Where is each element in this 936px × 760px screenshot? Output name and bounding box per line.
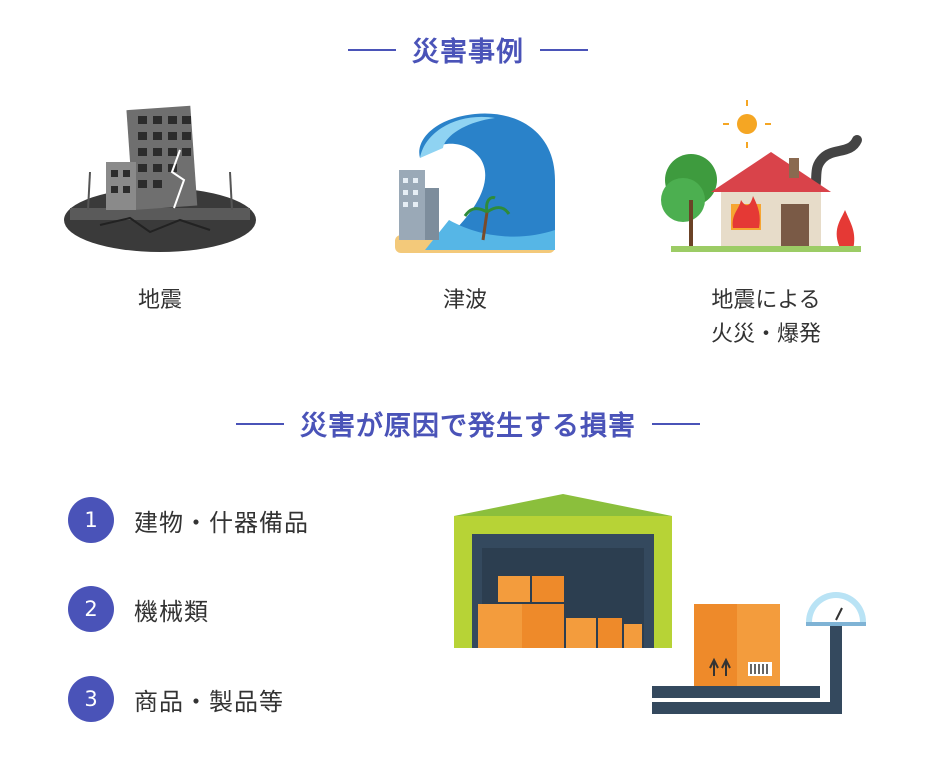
heading-line-right [652, 422, 700, 425]
number-badge: 2 [68, 586, 114, 632]
number-badge: 1 [68, 497, 114, 543]
scale-icon [652, 592, 866, 714]
house-fire-icon [661, 100, 862, 252]
loss-label: 商品・製品等 [134, 687, 284, 716]
section-heading-disaster-losses: 災害が原因で発生する損害 [0, 404, 936, 443]
section-title: 災害が原因で発生する損害 [300, 411, 636, 442]
disaster-label: 地震 [137, 288, 182, 313]
disaster-label-line2: 火災・爆発 [710, 322, 821, 347]
tsunami-icon [395, 113, 555, 253]
loss-item: 1 建物・什器備品 [68, 497, 309, 543]
section-title: 災害事例 [412, 37, 524, 68]
loss-label: 建物・什器備品 [134, 508, 309, 537]
disaster-tsunami: 津波 [355, 100, 575, 318]
number-badge: 3 [68, 676, 114, 722]
heading-line-left [348, 48, 396, 51]
loss-label: 機械類 [134, 597, 209, 626]
heading-line-right [540, 48, 588, 51]
disaster-label: 津波 [442, 288, 487, 313]
section-heading-disaster-cases: 災害事例 [0, 30, 936, 69]
disaster-label-line1: 地震による [711, 288, 821, 313]
warehouse-icon [454, 494, 672, 648]
earthquake-icon [64, 105, 256, 252]
loss-item: 2 機械類 [68, 586, 209, 632]
disaster-house-fire: 地震による 火災・爆発 [656, 100, 876, 352]
heading-line-left [236, 422, 284, 425]
loss-item: 3 商品・製品等 [68, 676, 284, 722]
disaster-earthquake: 地震 [50, 100, 270, 318]
